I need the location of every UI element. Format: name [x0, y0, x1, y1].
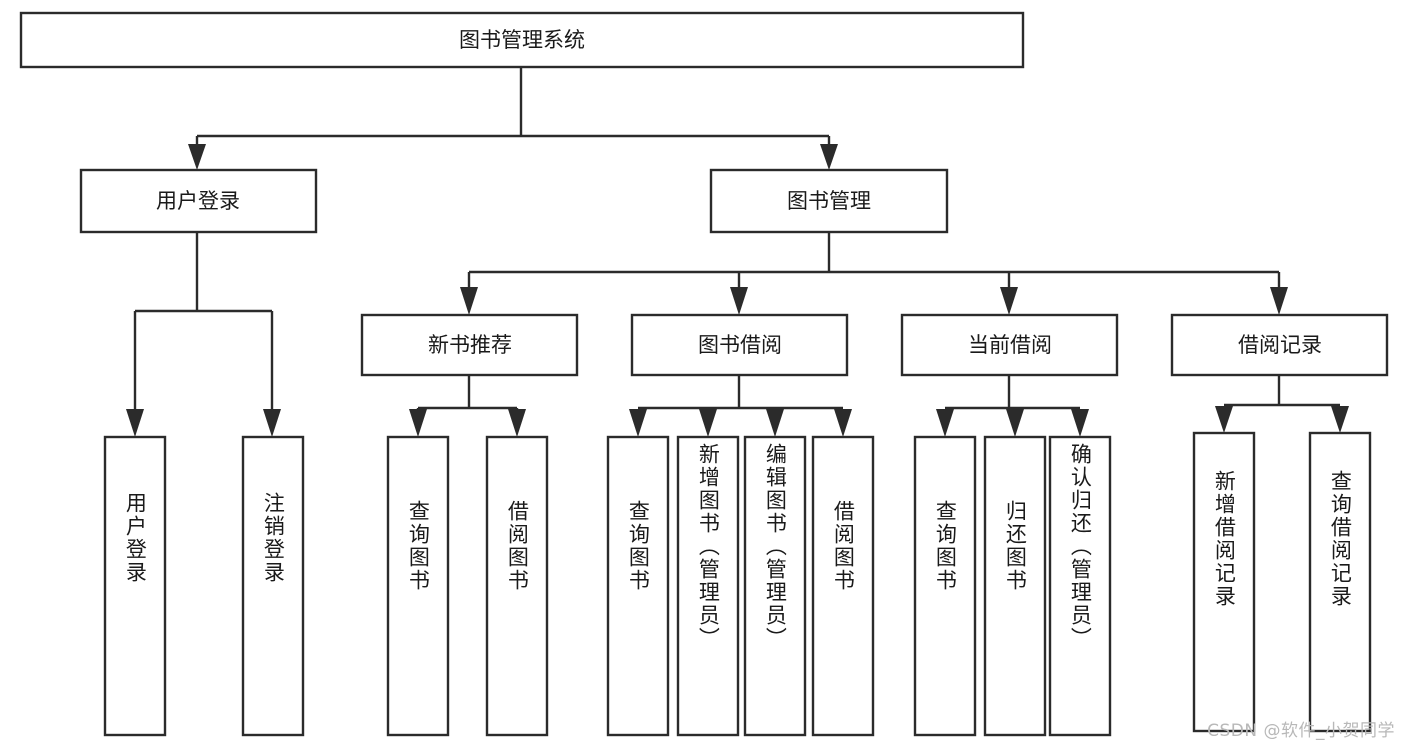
- leaf-borrow-book-1-box[interactable]: [485, 435, 549, 737]
- arrowhead-leaf-user-logout: [263, 409, 281, 437]
- leaf-query-book-2-box[interactable]: [606, 435, 670, 737]
- node-new-book-recommend-box[interactable]: [360, 313, 579, 377]
- node-new-book-recommend[interactable]: 新书推荐: [360, 313, 579, 377]
- arrowhead-leaf-edit-book: [766, 409, 784, 437]
- arrowhead-leaf-add-record: [1215, 406, 1233, 433]
- arrowhead-leaf-user-login: [126, 409, 144, 437]
- node-book-borrow-label: 图书借阅: [698, 333, 782, 357]
- node-user-login-label: 用户登录: [156, 189, 240, 213]
- leaf-edit-book-box[interactable]: [743, 435, 807, 737]
- leaf-borrow-book-2-box[interactable]: [811, 435, 875, 737]
- arrowhead-leaf-borrow-book-1: [508, 409, 526, 437]
- node-root[interactable]: 图书管理系统: [19, 11, 1025, 69]
- node-book-borrow[interactable]: 图书借阅: [630, 313, 849, 377]
- node-current-borrow[interactable]: 当前借阅: [900, 313, 1119, 377]
- node-root-box[interactable]: [19, 11, 1025, 69]
- leaf-add-record-box[interactable]: [1192, 431, 1256, 733]
- node-current-borrow-label: 当前借阅: [968, 333, 1052, 357]
- node-book-borrow-box[interactable]: [630, 313, 849, 377]
- leaf-query-record-box[interactable]: [1308, 431, 1372, 733]
- node-borrow-record[interactable]: 借阅记录: [1170, 313, 1389, 377]
- leaf-box-layer: [103, 431, 1372, 737]
- arrowhead-leaf-add-book: [699, 409, 717, 437]
- leaf-user-logout-box[interactable]: [241, 435, 305, 737]
- node-new-book-recommend-label: 新书推荐: [428, 333, 512, 357]
- node-user-login[interactable]: 用户登录: [79, 168, 318, 234]
- arrowhead-current-borrow: [1000, 287, 1018, 315]
- node-root-label: 图书管理系统: [459, 28, 585, 52]
- arrowhead-leaf-borrow-book-2: [834, 409, 852, 437]
- arrowhead-book-borrow: [730, 287, 748, 315]
- node-book-manage[interactable]: 图书管理: [709, 168, 949, 234]
- node-book-manage-box[interactable]: [709, 168, 949, 234]
- leaf-user-login-box[interactable]: [103, 435, 167, 737]
- arrowhead-leaf-query-book-1: [409, 409, 427, 437]
- leaf-add-book-box[interactable]: [676, 435, 740, 737]
- arrowhead-user-login: [188, 144, 206, 170]
- arrowhead-leaf-query-book-2: [629, 409, 647, 437]
- csdn-watermark: CSDN @软件_小贺同学: [1207, 721, 1395, 741]
- arrowhead-leaf-query-book-3: [936, 409, 954, 437]
- arrowhead-leaf-confirm-return: [1071, 409, 1089, 437]
- connector-layer: [126, 67, 1349, 437]
- leaf-confirm-return-box[interactable]: [1048, 435, 1112, 737]
- arrowhead-book-manage: [820, 144, 838, 170]
- node-borrow-record-label: 借阅记录: [1238, 333, 1322, 357]
- leaf-return-book-box[interactable]: [983, 435, 1047, 737]
- arrowhead-leaf-query-record: [1331, 406, 1349, 433]
- arrowhead-borrow-record: [1270, 287, 1288, 315]
- arrowhead-new-book-recommend: [460, 287, 478, 315]
- leaf-query-book-1-box[interactable]: [386, 435, 450, 737]
- arrowhead-leaf-return-book: [1006, 409, 1024, 437]
- node-user-login-box[interactable]: [79, 168, 318, 234]
- node-borrow-record-box[interactable]: [1170, 313, 1389, 377]
- node-current-borrow-box[interactable]: [900, 313, 1119, 377]
- node-book-manage-label: 图书管理: [787, 189, 871, 213]
- leaf-query-book-3-box[interactable]: [913, 435, 977, 737]
